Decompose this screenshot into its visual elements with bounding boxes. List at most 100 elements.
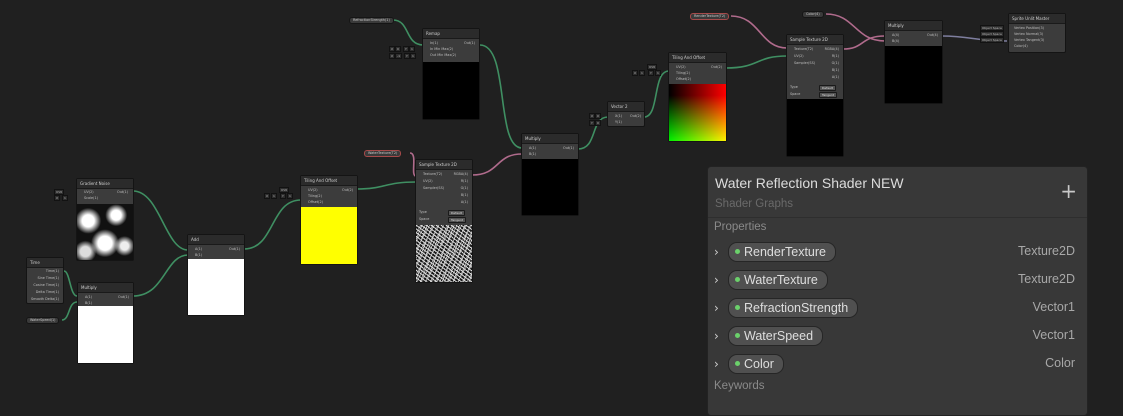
port-a[interactable]: A(1) — [85, 295, 93, 299]
port-a[interactable]: A(1) — [195, 247, 203, 251]
in-max-field[interactable]: 1 — [409, 46, 415, 52]
sample-texture-node[interactable]: Sample Texture 2D Texture(T2) UV(2) Samp… — [786, 34, 844, 157]
vector2-node[interactable]: Vector 2 X(1) Y(1) Out(2) — [607, 101, 645, 127]
port-out[interactable]: Out(1) — [464, 41, 475, 45]
property-row-waterspeed[interactable]: › WaterSpeed Vector1 — [714, 326, 1075, 348]
port-out-min-max[interactable]: Out Min Max(2) — [430, 53, 457, 57]
port-uv[interactable]: UV(2) — [676, 65, 686, 69]
port-smooth-delta[interactable]: Smooth Delta(1) — [30, 297, 59, 301]
property-row-rendertexture[interactable]: › RenderTexture Texture2D — [714, 242, 1075, 264]
property-chip[interactable]: WaterTexture — [728, 270, 828, 290]
out-max-field[interactable]: 1 — [410, 53, 416, 59]
port-b[interactable]: B(1) — [195, 253, 203, 257]
multiply-node[interactable]: Multiply A(1) B(1) Out(1) — [77, 282, 134, 364]
port-in[interactable]: In(1) — [430, 41, 438, 45]
port-out[interactable]: Out(1) — [118, 295, 129, 299]
port-delta-time[interactable]: Delta Time(1) — [35, 290, 59, 294]
port-rgba[interactable]: RGBA(4) — [824, 47, 839, 51]
property-chip[interactable]: WaterSpeed — [728, 326, 824, 346]
type-dropdown[interactable]: Default — [819, 85, 836, 91]
tiling-x-field[interactable]: 1 — [639, 70, 645, 76]
port-rgba[interactable]: RGBA(4) — [453, 172, 468, 176]
tiling-y-field[interactable]: 1 — [655, 70, 661, 76]
port-sine-time[interactable]: Sine Time(1) — [37, 276, 59, 280]
port-offset[interactable]: Offset(2) — [308, 200, 323, 204]
x-field[interactable]: 0 — [595, 113, 601, 119]
port-cosine-time[interactable]: Cosine Time(1) — [33, 283, 59, 287]
tiling-x-field[interactable]: 1 — [271, 193, 277, 199]
port-b[interactable]: B(4) — [892, 39, 900, 43]
port-a[interactable]: A(4) — [892, 33, 900, 37]
tiling-y-field[interactable]: 1 — [287, 193, 293, 199]
type-dropdown[interactable]: Default — [448, 210, 465, 216]
port-b[interactable]: B(1) — [460, 193, 468, 197]
space-field[interactable]: Object Space — [980, 25, 1004, 31]
port-scale[interactable]: Scale(1) — [84, 196, 98, 200]
port-uv[interactable]: UV(2) — [423, 179, 433, 183]
port-a[interactable]: A(1) — [529, 146, 537, 150]
chevron-right-icon[interactable]: › — [714, 357, 719, 371]
plus-icon[interactable]: + — [1060, 179, 1077, 203]
water-texture-pill[interactable]: WaterTexture(T2) — [364, 150, 402, 157]
port-sampler[interactable]: Sampler(SS) — [794, 61, 816, 65]
chevron-right-icon[interactable]: › — [714, 273, 719, 287]
in-min-field[interactable]: 0 — [395, 46, 401, 52]
y-field[interactable]: 0 — [595, 120, 601, 126]
refraction-strength-pill[interactable]: RefractionStrength(1) — [349, 17, 394, 24]
port-out[interactable]: Out(1) — [563, 146, 574, 150]
property-chip[interactable]: RenderTexture — [728, 242, 836, 262]
chevron-right-icon[interactable]: › — [714, 245, 719, 259]
port-vertex-tangent[interactable]: Vertex Tangent(3) — [1014, 38, 1045, 42]
add-node[interactable]: Add A(1) B(1) Out(1) — [187, 234, 245, 316]
blackboard-panel[interactable]: Water Reflection Shader NEW Shader Graph… — [707, 166, 1088, 416]
sample-texture-node[interactable]: Sample Texture 2D Texture(T2) UV(2) Samp… — [415, 159, 473, 283]
port-color[interactable]: Color(4) — [1014, 44, 1028, 48]
property-chip[interactable]: Color — [728, 354, 784, 374]
port-tiling[interactable]: Tiling(2) — [308, 194, 322, 198]
port-vertex-normal[interactable]: Vertex Normal(3) — [1014, 32, 1044, 36]
port-out[interactable]: Out(1) — [117, 190, 128, 194]
port-sampler[interactable]: Sampler(SS) — [423, 186, 445, 190]
port-texture[interactable]: Texture(T2) — [423, 172, 443, 176]
port-time[interactable]: Time(1) — [45, 269, 59, 273]
port-a[interactable]: A(1) — [460, 200, 468, 204]
property-row-color[interactable]: › Color Color — [714, 354, 1075, 376]
port-offset[interactable]: Offset(2) — [676, 77, 691, 81]
port-uv[interactable]: UV(2) — [84, 190, 94, 194]
port-g[interactable]: G(1) — [831, 61, 839, 65]
render-texture-pill[interactable]: RenderTexture(T2) — [690, 13, 730, 20]
port-out[interactable]: Out(1) — [229, 247, 240, 251]
sprite-unlit-master-node[interactable]: Sprite Unlit Master Vertex Position(3) V… — [1008, 13, 1066, 53]
chevron-right-icon[interactable]: › — [714, 301, 719, 315]
space-dropdown[interactable]: Tangent — [819, 92, 837, 98]
port-tiling[interactable]: Tiling(2) — [676, 71, 690, 75]
property-row-watertexture[interactable]: › WaterTexture Texture2D — [714, 270, 1075, 292]
port-r[interactable]: R(1) — [460, 179, 468, 183]
port-r[interactable]: R(1) — [831, 54, 839, 58]
port-uv[interactable]: UV(2) — [308, 188, 318, 192]
port-out[interactable]: Out(2) — [711, 65, 722, 69]
port-in-min-max[interactable]: In Min Max(2) — [430, 47, 454, 51]
port-out[interactable]: Out(4) — [927, 33, 938, 37]
water-speed-pill[interactable]: WaterSpeed(1) — [26, 317, 60, 324]
port-texture[interactable]: Texture(T2) — [794, 47, 814, 51]
time-node[interactable]: Time Time(1) Sine Time(1) Cosine Time(1)… — [26, 257, 64, 304]
uv-field[interactable]: UV0 — [279, 187, 290, 193]
property-chip[interactable]: RefractionStrength — [728, 298, 859, 318]
tiling-offset-node[interactable]: Tiling And Offset UV(2) Tiling(2) Offset… — [300, 175, 358, 265]
port-y[interactable]: Y(1) — [615, 120, 622, 124]
port-x[interactable]: X(1) — [615, 114, 623, 118]
uv-field[interactable]: UV0 — [54, 189, 65, 195]
port-uv[interactable]: UV(2) — [794, 54, 804, 58]
space-dropdown[interactable]: Tangent — [448, 217, 466, 223]
chevron-right-icon[interactable]: › — [714, 329, 719, 343]
port-vertex-position[interactable]: Vertex Position(3) — [1014, 26, 1044, 30]
port-out[interactable]: Out(2) — [342, 188, 353, 192]
tiling-offset-node[interactable]: Tiling And Offset UV(2) Tiling(2) Offset… — [668, 52, 727, 142]
port-b[interactable]: B(1) — [529, 152, 537, 156]
port-g[interactable]: G(1) — [460, 186, 468, 190]
color-pill[interactable]: Color(4) — [802, 11, 824, 18]
port-b[interactable]: B(1) — [85, 301, 93, 305]
port-a[interactable]: A(1) — [831, 75, 839, 79]
